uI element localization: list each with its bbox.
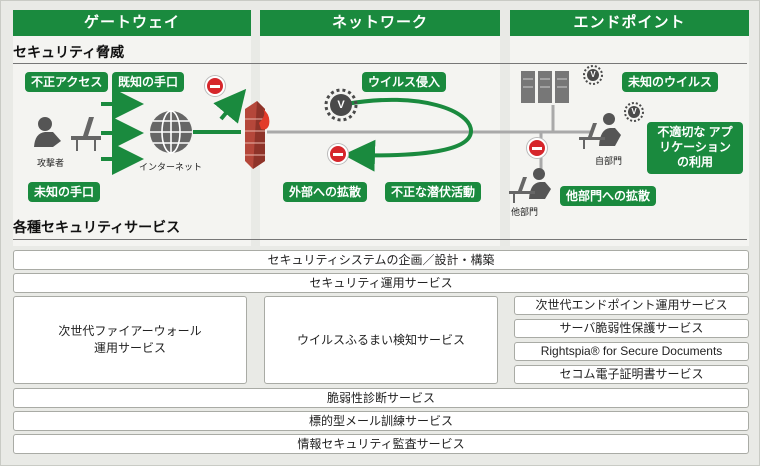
services-divider [13, 239, 747, 240]
server-icon [521, 71, 569, 103]
service-server-vuln: サーバ脆弱性保護サービス [514, 319, 749, 338]
service-endpoint-ops: 次世代エンドポイント運用サービス [514, 296, 749, 315]
external-spread-badge: 外部への拡散 [283, 182, 368, 202]
spread-to-other-dept-badge: 他部門への拡散 [560, 186, 657, 206]
unknown-method-badge: 未知の手口 [28, 182, 101, 202]
endpoint-header: エンドポイント [510, 10, 749, 36]
service-secom-cert: セコム電子証明書サービス [514, 365, 749, 384]
service-vuln-diag: 脆弱性診断サービス [13, 388, 749, 408]
attacker-icon [34, 117, 101, 151]
service-audit: 情報セキュリティ監査サービス [13, 434, 749, 454]
gateway-header: ゲートウェイ [13, 10, 251, 36]
other-dept-user-icon [509, 168, 551, 203]
firewall-icon [245, 101, 270, 169]
service-firewall-line1: 次世代ファイアーウォール [58, 324, 202, 338]
attack-arrows [101, 88, 144, 175]
unauthorized-access-badge: 不正アクセス [25, 72, 109, 92]
service-planning: セキュリティシステムの企画／設計・構築 [13, 250, 749, 270]
network-column-bg [260, 10, 500, 246]
internet-globe-icon [150, 110, 192, 154]
latent-activity-loop-arrow [343, 97, 474, 172]
gateway-block-icon [205, 76, 225, 96]
attacker-label: 攻撃者 [37, 158, 65, 168]
known-method-badge: 既知の手口 [112, 72, 185, 92]
service-firewall-line2: 運用サービス [93, 341, 166, 355]
services-section-title: 各種セキュリティサービス [13, 219, 181, 235]
endpoint-block-icon [527, 138, 547, 158]
unknown-virus-spikes [583, 65, 603, 85]
threats-section-title: セキュリティ脅威 [13, 44, 125, 60]
unknown-virus-icon: V [587, 69, 599, 81]
own-dept-label: 自部門 [595, 156, 623, 166]
network-block-icon [328, 144, 348, 164]
service-sandbox: ウイルスふるまい検知サービス [264, 296, 498, 384]
virus-intrusion-badge: ウイルス侵入 [362, 72, 447, 92]
own-dept-user-icon [579, 113, 621, 149]
internet-label: インターネット [139, 162, 203, 172]
service-firewall: 次世代ファイアーウォール 運用サービス [13, 296, 247, 384]
app-virus-icon: V [628, 106, 640, 118]
unknown-virus-badge: 未知のウイルス [622, 72, 719, 92]
service-rightspia: Rightspia® for Secure Documents [514, 342, 749, 361]
inappropriate-app-use-badge: 不適切な アプリケーション の利用 [647, 122, 743, 174]
blocked-arrow [213, 88, 247, 124]
other-dept-label: 他部門 [511, 207, 539, 217]
app-virus-spikes [624, 102, 644, 122]
service-phishing-training: 標的型メール訓練サービス [13, 411, 749, 431]
network-virus-spikes [324, 88, 358, 122]
illegal-latent-activity-badge: 不正な潜伏活動 [385, 182, 482, 202]
network-virus-icon: V [330, 94, 352, 116]
service-operation: セキュリティ運用サービス [13, 273, 749, 293]
threats-divider [13, 63, 747, 64]
network-header: ネットワーク [260, 10, 500, 36]
